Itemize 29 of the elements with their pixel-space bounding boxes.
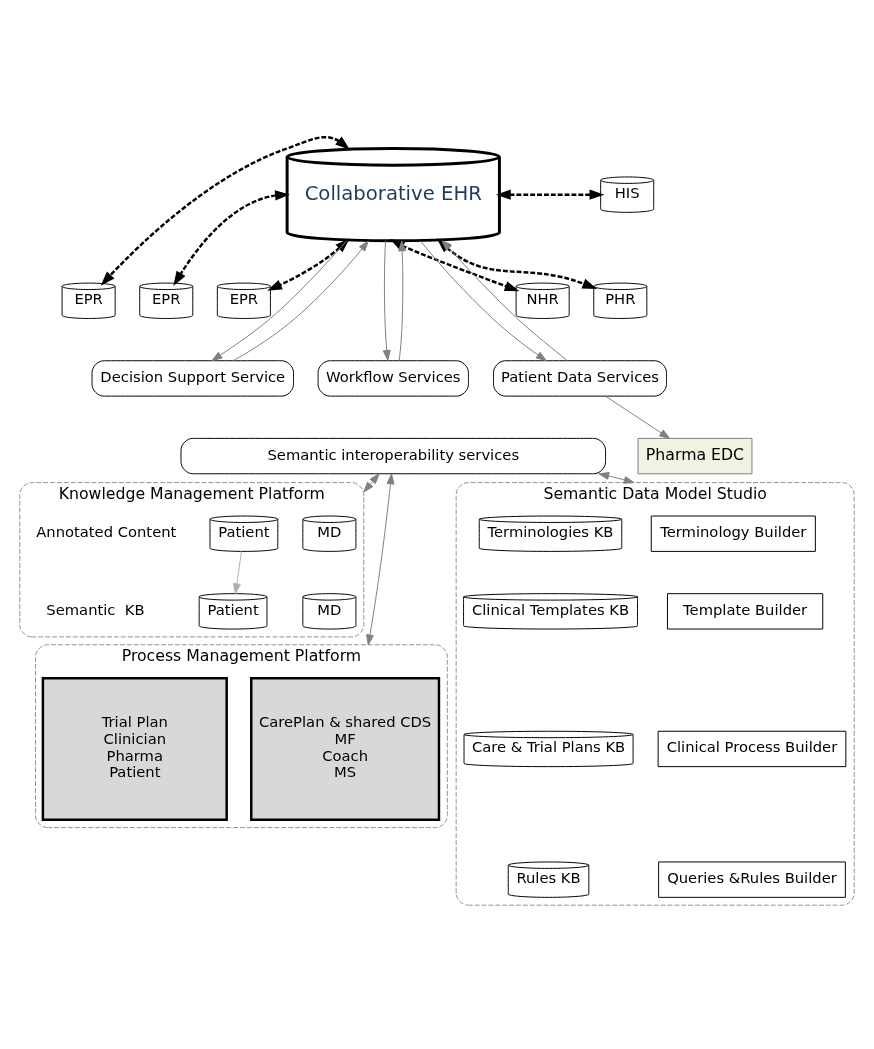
- arrow: [382, 240, 391, 361]
- node-box: Semantic interoperability services: [180, 437, 607, 474]
- label: Semantic KB: [46, 600, 145, 618]
- node-box: Trial Plan Clinician Pharma Patient: [41, 676, 228, 821]
- node-box: CarePlan & shared CDS MF Coach MS: [250, 676, 441, 821]
- arrow: [211, 240, 347, 361]
- label: Annotated Content: [36, 522, 177, 540]
- arrow: [232, 240, 369, 361]
- arrow: [441, 239, 568, 361]
- arrow: [398, 240, 407, 361]
- arrow: [598, 471, 635, 484]
- node-box: Queries &Rules Builder: [658, 860, 846, 898]
- node-box: Patient Data Services: [493, 359, 667, 397]
- node-box: Terminology Builder: [650, 515, 816, 552]
- arrow: [605, 395, 671, 439]
- arrow: [496, 188, 605, 200]
- node-box: Workflow Services: [317, 359, 469, 397]
- node-box: Decision Support Service: [91, 359, 294, 397]
- arrow: [436, 237, 598, 289]
- arrow: [267, 237, 350, 291]
- arrow: [173, 189, 290, 286]
- arrow: [366, 473, 395, 645]
- arrow: [419, 239, 547, 361]
- arrow: [232, 550, 242, 594]
- node-box: Template Builder: [666, 592, 824, 630]
- arrow: [363, 472, 380, 492]
- node-box: Pharma EDC: [637, 437, 753, 474]
- node-box: Clinical Process Builder: [657, 730, 847, 767]
- arrow: [100, 135, 350, 286]
